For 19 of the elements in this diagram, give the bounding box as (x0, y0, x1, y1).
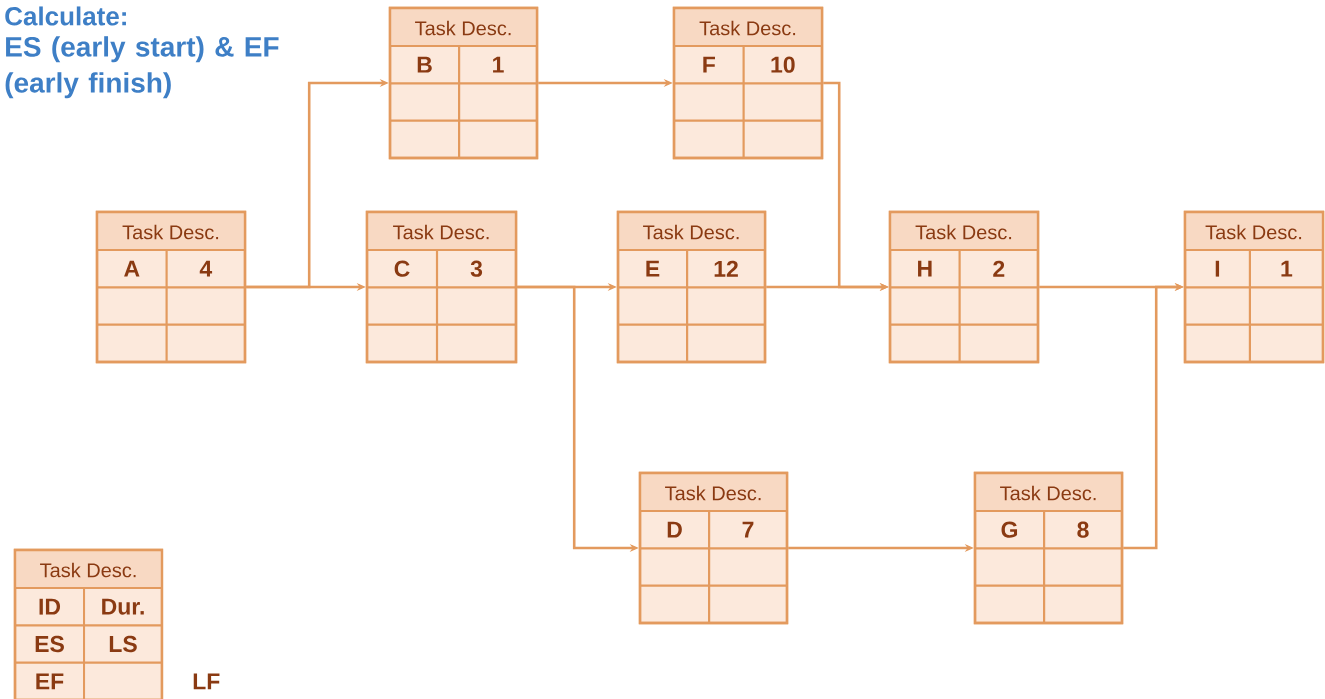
task-box: Task Desc. A 4 (95, 210, 247, 364)
task-box: Task Desc. C 3 (365, 210, 518, 364)
node-label: LS (109, 635, 137, 653)
node-label: ES (35, 635, 64, 653)
task-box: Task Desc. H 2 (888, 210, 1040, 364)
task-box: Task Desc. ID Dur. ES LS EF LF (13, 548, 220, 699)
task-box: Task Desc. E 12 (616, 210, 767, 364)
node-label: Task Desc. (40, 562, 136, 578)
task-box: Task Desc. D 7 (638, 471, 789, 625)
node-label: LF (193, 673, 220, 690)
task-box: Task Desc. G 8 (973, 471, 1124, 625)
task-box: Task Desc. B 1 (388, 6, 539, 160)
node-label: ID (39, 598, 61, 615)
node-label: EF (36, 673, 64, 690)
task-box: Task Desc. F 10 (672, 6, 824, 160)
task-box: Task Desc. I 1 (1183, 210, 1325, 364)
heading: Calculate: (5, 6, 126, 26)
node-label: Dur. (102, 598, 144, 615)
note: ES (early start) & EF (early finish) (5, 36, 279, 99)
